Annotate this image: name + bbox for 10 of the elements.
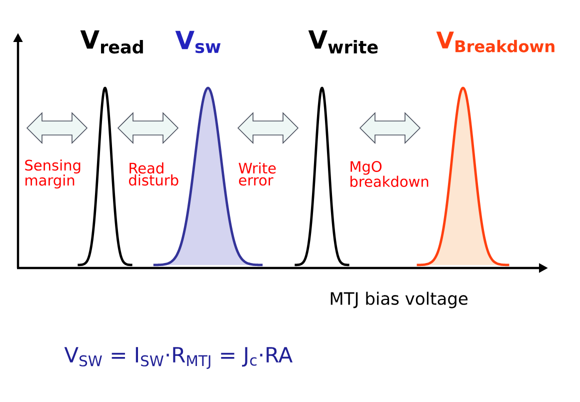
peak-label: $\mathbf{V}_{\mathbf{Breakdown}}$ — [436, 32, 554, 52]
region-label: Sensing margin — [25, 159, 80, 189]
axis-label: MTJ bias voltage — [330, 292, 468, 308]
peak-label: $\mathbf{V}_{\mathbf{write}}$ — [308, 30, 378, 54]
formula: V$_{SW}$ = I$_{SW}$·R$_{MTJ}$ = J$_{c}$·RA — [64, 347, 293, 369]
peak-label: $\mathbf{V}_{\mathbf{read}}$ — [80, 30, 143, 54]
peak-label: $\mathbf{V}_{\mathbf{sw}}$ — [175, 30, 221, 54]
region-label: MgO breakdown — [350, 160, 428, 187]
region-label: Write error — [238, 162, 276, 186]
region-label: Read disturb — [129, 162, 178, 186]
